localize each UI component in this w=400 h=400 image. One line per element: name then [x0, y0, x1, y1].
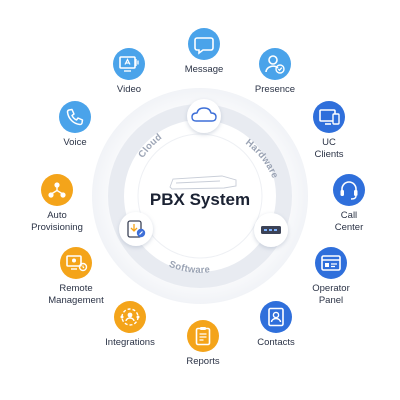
software-node — [119, 212, 153, 246]
user-check-icon — [259, 48, 291, 80]
feature-contacts[interactable]: Contacts — [257, 300, 295, 348]
feature-uc-clients[interactable]: UC Clients — [312, 100, 346, 160]
feature-label: Remote Management — [48, 283, 104, 306]
integration-icon — [114, 301, 146, 333]
feature-voice[interactable]: Voice — [58, 100, 92, 148]
feature-call-center[interactable]: Call Center — [332, 173, 366, 233]
pbx-device-outline-icon — [169, 175, 237, 190]
contact-book-icon — [260, 301, 292, 333]
server-box-icon — [261, 226, 281, 234]
feature-label: UC Clients — [314, 137, 344, 160]
feature-remote-management[interactable]: Remote Management — [48, 246, 104, 306]
remote-monitor-icon — [60, 247, 92, 279]
feature-label: Integrations — [105, 337, 155, 348]
hardware-node — [254, 213, 288, 247]
feature-integrations[interactable]: Integrations — [105, 300, 155, 348]
feature-label: Contacts — [257, 337, 295, 348]
feature-auto-provisioning[interactable]: Auto Provisioning — [31, 173, 83, 233]
feature-label: Auto Provisioning — [31, 210, 83, 233]
devices-icon — [313, 101, 345, 133]
panel-icon — [315, 247, 347, 279]
feature-label: Presence — [254, 84, 296, 95]
feature-operator-panel[interactable]: Operator Panel — [312, 246, 350, 306]
feature-label: Operator Panel — [312, 283, 350, 306]
video-screen-icon — [113, 48, 145, 80]
software-package-icon — [127, 220, 146, 238]
feature-video[interactable]: Video — [112, 47, 146, 95]
feature-reports[interactable]: Reports — [186, 319, 220, 367]
feature-label: Video — [116, 84, 142, 95]
headset-icon — [333, 174, 365, 206]
feature-label: Call Center — [334, 210, 364, 233]
cloud-node — [187, 99, 221, 133]
feature-label: Reports — [186, 356, 220, 367]
feature-message[interactable]: Message — [185, 27, 223, 75]
clipboard-icon — [187, 320, 219, 352]
feature-presence[interactable]: Presence — [255, 47, 295, 95]
inner-disc — [137, 133, 263, 259]
center-title: PBX System — [150, 190, 250, 209]
feature-label: Message — [184, 64, 224, 75]
cloud-icon — [191, 107, 217, 122]
chat-bubble-icon — [188, 28, 220, 60]
phone-icon — [59, 101, 91, 133]
feature-label: Voice — [63, 137, 87, 148]
network-icon — [41, 174, 73, 206]
